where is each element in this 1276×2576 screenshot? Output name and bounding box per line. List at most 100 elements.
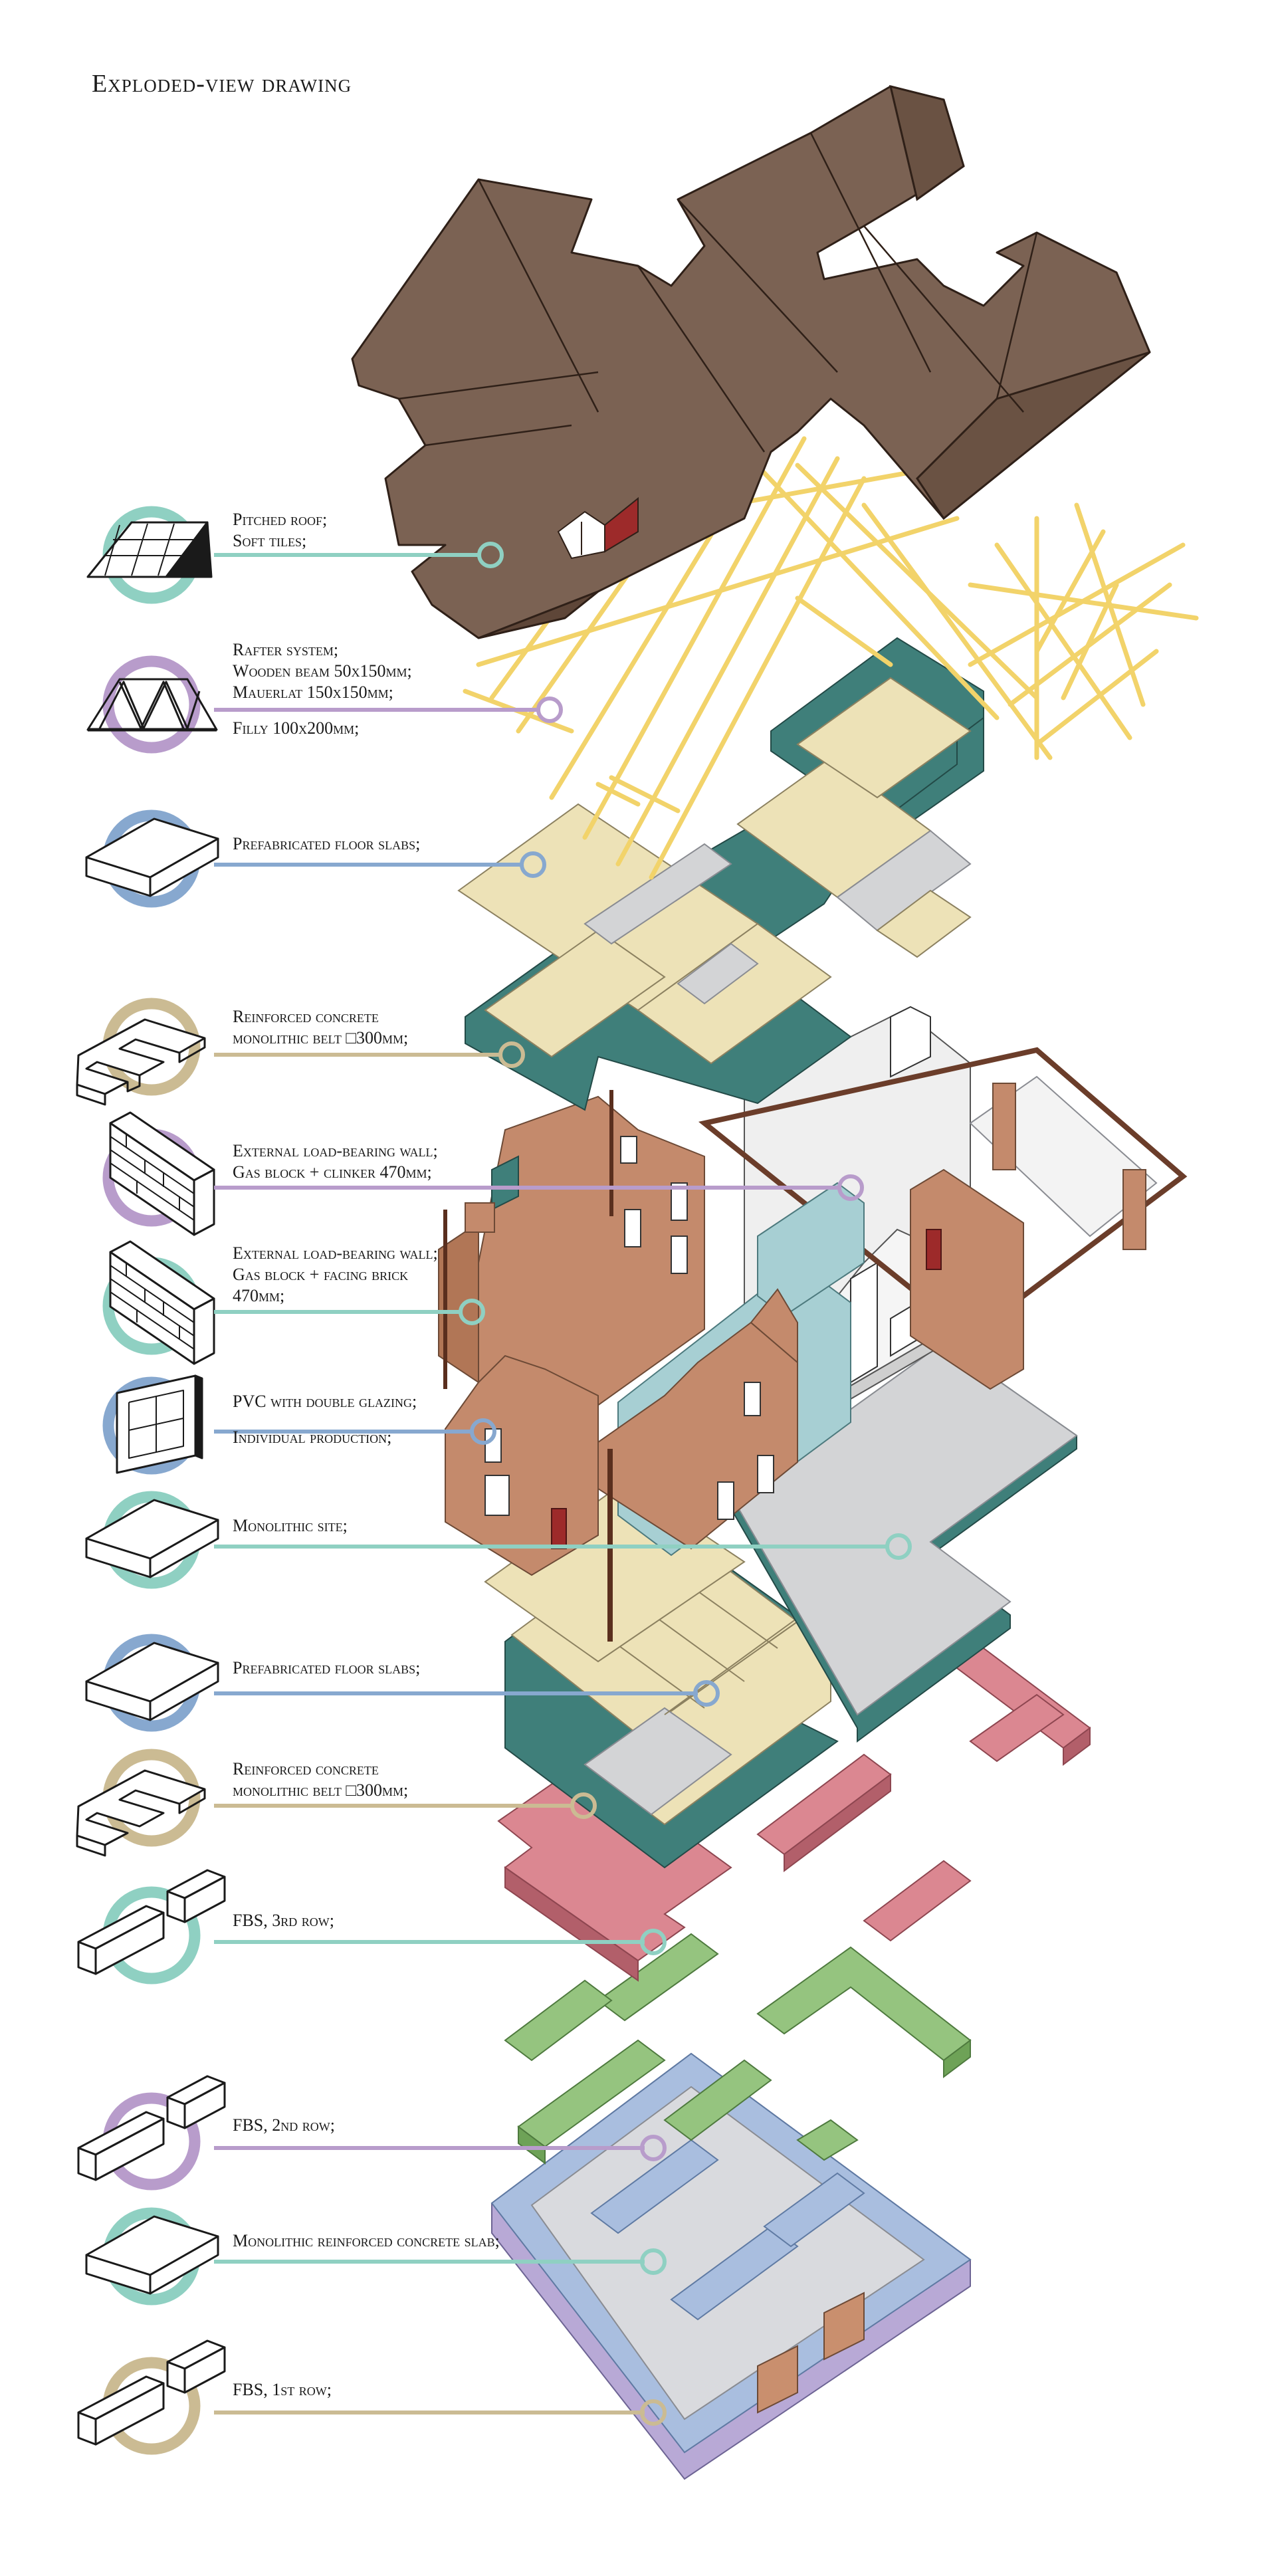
brick-wall-front [445, 1354, 599, 1576]
layer-label-windows: PVC with double glazing; Individual prod… [233, 1392, 417, 1447]
roof-ridge [996, 232, 1038, 399]
rafter [968, 542, 1186, 667]
floor-slab-icon [85, 817, 219, 897]
fbs-blocks-icon [77, 2075, 226, 2181]
roof-ridge [477, 179, 599, 413]
window-small [484, 1475, 510, 1516]
rafter [994, 542, 1132, 740]
upper-slabs [796, 677, 972, 799]
rafter [795, 463, 1039, 700]
leader-marker [477, 542, 504, 568]
window-tall [850, 1261, 878, 1384]
roof-outline [698, 1047, 1188, 1340]
rafter [1074, 502, 1146, 707]
icons [76, 521, 226, 2446]
leader-markers [459, 542, 912, 2426]
window-small [717, 1481, 734, 1520]
roof-ridge [637, 265, 766, 453]
fbs2-block [663, 2059, 772, 2141]
layer-label-rafters: Rafter system;Wooden beam 50x150mm;Mauer… [233, 640, 412, 738]
roof-plane [889, 84, 965, 201]
rafter [582, 436, 807, 840]
leader-marker [885, 1533, 912, 1560]
layer-label-site: Monolithic site; [233, 1516, 348, 1535]
layer-label-slab-base: Monolithic reinforced concrete slab; [233, 2231, 500, 2250]
leader-marker [570, 1792, 597, 1819]
window-small [620, 1136, 637, 1164]
leader-marker [498, 1041, 525, 1068]
window-small [624, 1209, 641, 1247]
leader-marker [536, 697, 563, 723]
layer-label-slabs-lower: Prefabricated floor slabs; [233, 1658, 421, 1677]
interior-partition [757, 1182, 865, 1317]
leader-marker [837, 1174, 864, 1201]
monolithic-belt-icon [76, 1769, 206, 1857]
layer-label-roof: Pitched roof;Soft tiles; [233, 510, 328, 550]
door-red [551, 1508, 567, 1549]
pitched-roof [351, 84, 1151, 639]
layer-label-slabs-upper: Prefabricated floor slabs; [233, 834, 421, 853]
roof-plane [478, 590, 599, 639]
chimney [1122, 1169, 1146, 1250]
monolithic-belt-icon [76, 1018, 206, 1106]
layer-label-fbs2: FBS, 2nd row; [233, 2115, 335, 2135]
dormer-side [604, 496, 639, 553]
window-frame-icon [116, 1374, 203, 1474]
fbs1-wall [763, 2172, 865, 2248]
roof-ridge [863, 225, 1024, 413]
window-small [671, 1235, 688, 1274]
fbs3-block [969, 1693, 1065, 1763]
fbs-blocks-icon [77, 2339, 226, 2446]
fbs2-block [943, 2039, 971, 2078]
rafter [1034, 649, 1159, 747]
wall-level [438, 1006, 1188, 1642]
rafter [795, 595, 893, 667]
leader-marker [520, 851, 546, 878]
rafter [742, 449, 1000, 720]
leader-marker [470, 1418, 496, 1445]
fbs3-block [1063, 1727, 1091, 1766]
leader-marker [640, 1929, 667, 1955]
pit-box [757, 2345, 798, 2414]
roof-ridge [677, 199, 838, 373]
rafter [1061, 582, 1119, 700]
fbs-second-row [504, 1933, 972, 2165]
fbs3-block [863, 1860, 972, 1942]
leader-marker [640, 2399, 667, 2426]
fbs2-block [504, 1979, 613, 2062]
fbs2-block [756, 1946, 972, 2062]
door-red [926, 1229, 942, 1270]
fbs1-wall [590, 2139, 719, 2234]
leader-marker [640, 2135, 667, 2161]
layer-label-fbs1: FBS, 1st row; [233, 2380, 332, 2399]
upper-slabs [484, 929, 666, 1058]
window-small [757, 1455, 774, 1493]
brick-wall-icon [109, 1240, 215, 1365]
rafter [615, 456, 840, 867]
fbs-blocks-icon [77, 1869, 226, 1975]
roof-ridge [809, 132, 932, 373]
rafter-truss-icon [86, 678, 218, 732]
layer-label-wall-facing: External load-bearing wall;Gas block + f… [233, 1243, 438, 1305]
upper-slab-level [457, 637, 984, 1111]
fbs2-block [518, 2125, 546, 2165]
lower-gray-area [584, 1707, 732, 1816]
layer-label-fbs3: FBS, 3rd row; [233, 1911, 334, 1930]
rafter [609, 775, 681, 813]
rafter [595, 782, 641, 807]
upper-gray-strip [584, 843, 732, 945]
roof-ridge [425, 424, 572, 447]
brick-wall-icon [109, 1111, 215, 1236]
pit-box [823, 2292, 865, 2361]
fbs2-block [796, 2119, 859, 2161]
slab-seam [664, 1608, 811, 1715]
pitched-roof-icon [86, 521, 213, 578]
fbs3-block [784, 1773, 891, 1872]
gable-peak [750, 1288, 798, 1364]
fbs1-wall [670, 2225, 799, 2321]
upper-slabs [876, 889, 972, 958]
upper-gray-strip [677, 942, 759, 1005]
